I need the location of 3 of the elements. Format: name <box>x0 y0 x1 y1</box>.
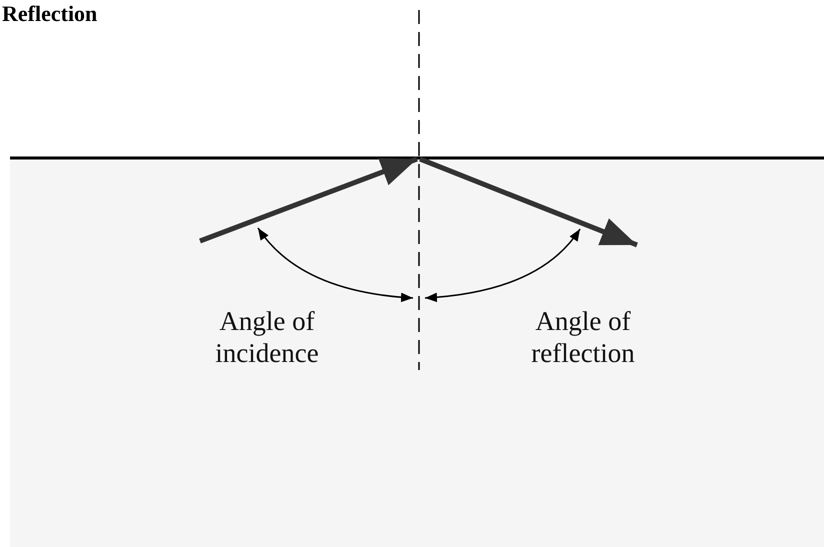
diagram-title: Reflection <box>2 1 98 27</box>
angle-label: Angle of incidence <box>214 305 320 369</box>
angle-label: Angle of reflection <box>530 305 636 369</box>
